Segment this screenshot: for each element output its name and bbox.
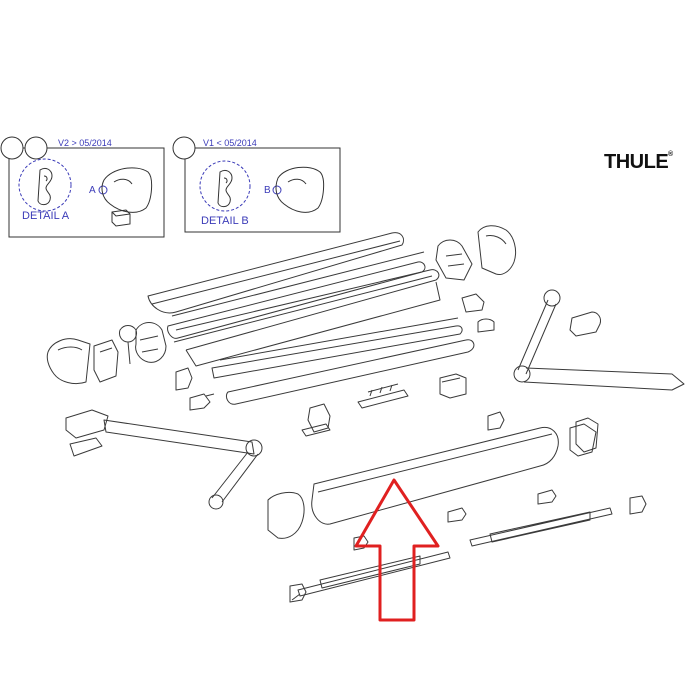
part-middle-right-clip (487, 411, 505, 431)
part-left-gearbox (135, 322, 167, 363)
part-lower-telescopic-left (291, 551, 451, 601)
detail-a-profile (37, 167, 53, 206)
part-front-cover-left-cap (267, 491, 305, 539)
part-right-arm-upper (517, 299, 557, 375)
detail-panel-a-version: V2 > 05/2014 (58, 138, 112, 148)
part-left-clip (175, 367, 193, 391)
part-top-cover (147, 232, 405, 314)
detail-panel-b-frame (184, 147, 341, 233)
part-left-arm-upper (103, 419, 255, 455)
part-lower-bracket-3 (447, 507, 467, 523)
part-right-gearbox (435, 239, 473, 281)
detail-a-small-block (111, 209, 131, 227)
brand-logo: THULE ® (604, 150, 674, 173)
part-left-end-cap (46, 338, 91, 385)
detail-panel-a-circle-1 (0, 136, 24, 160)
part-lead-bar (211, 317, 463, 379)
part-front-cover (311, 426, 559, 525)
part-lower-bracket-1 (289, 583, 307, 603)
part-right-arm-joint-top (543, 289, 561, 307)
part-middle-rail (357, 383, 409, 409)
annotation-arrow (354, 478, 440, 622)
part-far-right-cap (575, 417, 599, 453)
part-right-arm-lower (523, 367, 685, 391)
part-cloth-rail (171, 251, 433, 343)
part-left-bracket (93, 339, 119, 383)
part-left-arm-lower (211, 451, 259, 503)
part-lower-bar (225, 339, 475, 405)
part-front-profile (175, 269, 441, 367)
part-right-small-cap (439, 373, 467, 399)
part-front-cover-right-cap (569, 423, 597, 457)
part-left-winder (119, 325, 137, 365)
part-right-connector (461, 293, 495, 333)
detail-a-end-cap (101, 167, 153, 213)
part-lower-bracket-5 (629, 495, 647, 515)
detail-panel-b-circle (172, 136, 196, 160)
part-right-end-cap (477, 225, 517, 275)
part-left-arm-joint-bottom (208, 494, 224, 510)
detail-b-profile (217, 169, 233, 208)
detail-panel-b: V1 < 05/2014 DETAIL B B (172, 136, 341, 233)
detail-b-magnifier (199, 160, 251, 212)
brand-name: THULE (604, 151, 668, 173)
part-left-fixing (189, 393, 215, 411)
part-left-arm-bracket (65, 409, 109, 457)
part-roller-tube (167, 261, 426, 339)
part-lower-telescopic-right (469, 507, 613, 547)
part-right-arm-joint-elbow (513, 365, 531, 383)
part-middle-clip-1 (307, 403, 331, 433)
detail-panel-a-circle-2 (24, 136, 48, 160)
assembly-parts (46, 225, 685, 603)
detail-panel-b-version: V1 < 05/2014 (203, 138, 257, 148)
detail-panel-a: V2 > 05/2014 DETAIL A A (0, 136, 165, 238)
detail-a-magnifier (18, 158, 72, 212)
detail-b-end-cap (275, 166, 325, 213)
brand-reg-mark: ® (668, 150, 674, 158)
part-middle-clip-2 (301, 423, 331, 437)
detail-panel-a-frame (8, 147, 165, 238)
detail-panel-b-callout: B (264, 185, 271, 196)
part-left-arm-joint-elbow (245, 439, 263, 457)
detail-panel-b-label: DETAIL B (201, 215, 249, 227)
detail-panel-a-callout: A (89, 185, 96, 196)
part-lower-bracket-4 (537, 489, 557, 505)
part-right-bracket (569, 311, 601, 337)
detail-panel-a-label: DETAIL A (22, 210, 70, 222)
